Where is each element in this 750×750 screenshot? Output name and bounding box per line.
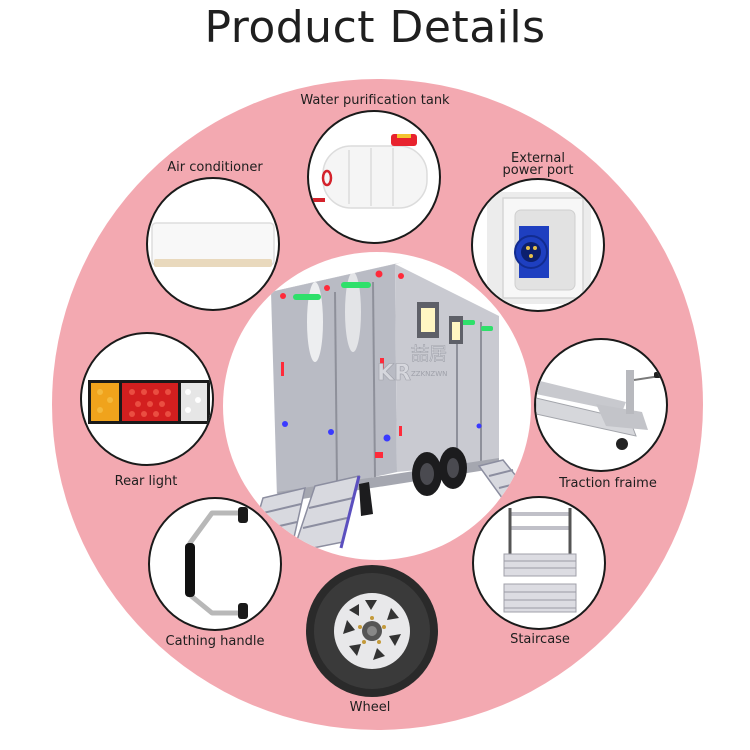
feature-staircase[interactable] (472, 496, 606, 630)
label-water-purification-tank: Water purification tank (300, 93, 450, 108)
label-staircase: Staircase (510, 632, 570, 647)
label-power-port-line2: power port (502, 163, 574, 178)
label-rear-light: Rear light (114, 474, 178, 489)
feature-catching-handle[interactable] (148, 497, 282, 631)
feature-traction-frame[interactable] (534, 338, 668, 472)
svg-text:KR: KR (377, 361, 411, 386)
air-conditioner-icon (151, 222, 275, 267)
feature-rear-light[interactable] (80, 332, 214, 466)
center-product-image: KR 喆居 ZZKNZWN (223, 252, 531, 560)
feature-wheel[interactable] (305, 564, 439, 698)
label-external-power-port: External power port (478, 151, 598, 178)
label-air-conditioner: Air conditioner (167, 160, 263, 175)
feature-water-tank[interactable] (307, 110, 441, 244)
traction-frame-icon (536, 370, 664, 450)
svg-text:ZZKNZWN: ZZKNZWN (411, 370, 447, 378)
staircase-icon (503, 508, 577, 613)
trailer-illustration: KR 喆居 ZZKNZWN (245, 262, 531, 554)
label-power-port-line1: External (511, 151, 565, 166)
wheel-icon (306, 565, 438, 697)
feature-air-conditioner[interactable] (146, 177, 280, 311)
catching-handle-icon (185, 507, 248, 619)
feature-power-port[interactable] (471, 178, 605, 312)
label-catching-handle: Cathing handle (165, 634, 265, 649)
rear-light-icon (88, 380, 210, 424)
water-tank-icon (313, 134, 428, 209)
power-port-icon (487, 192, 591, 304)
label-wheel: Wheel (349, 700, 391, 715)
page-title: Product Details (204, 2, 546, 53)
label-traction-frame: Traction fraime (559, 476, 657, 491)
svg-text:喆居: 喆居 (411, 344, 447, 365)
